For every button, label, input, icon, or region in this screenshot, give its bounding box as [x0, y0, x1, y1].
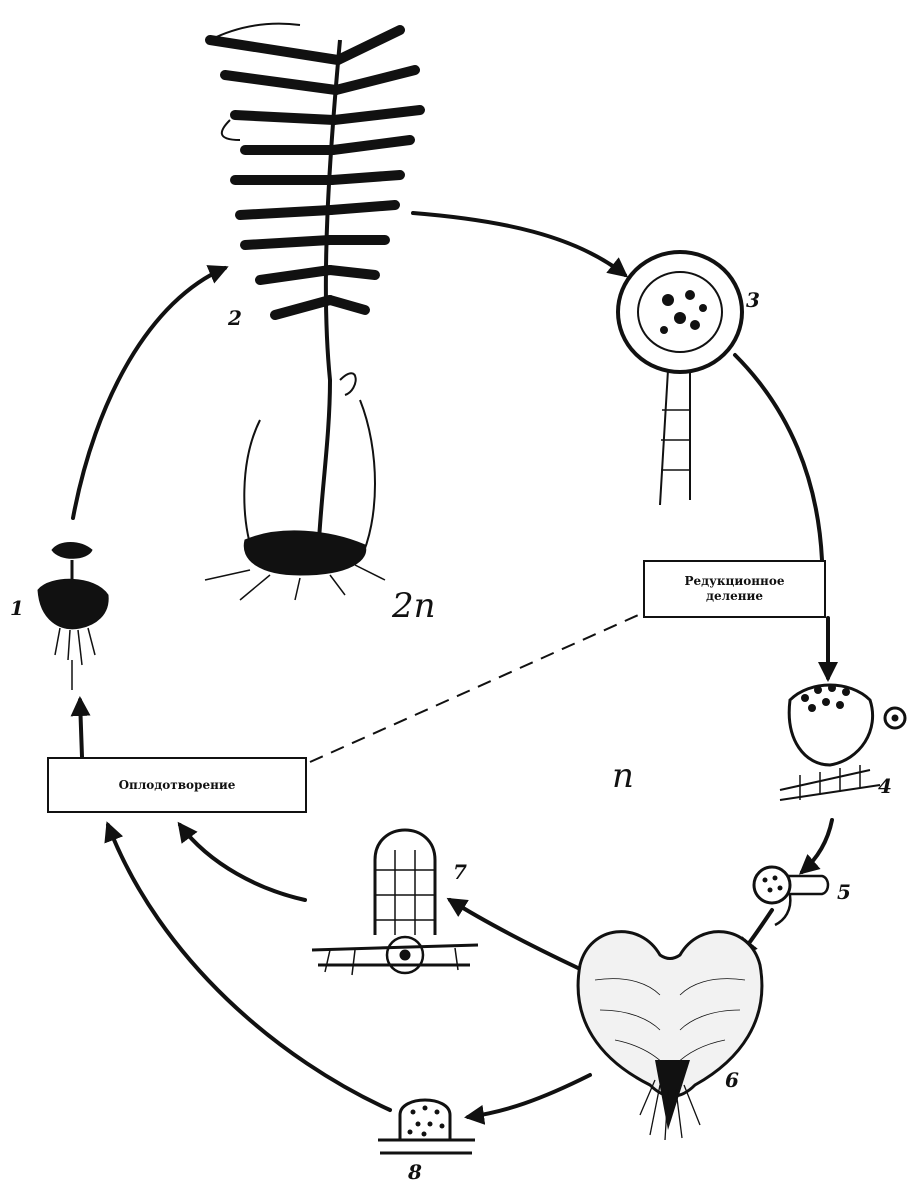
sporangium-illustration — [618, 252, 742, 505]
stage-number-3: 3 — [746, 288, 760, 312]
arrow-3-to-reduction — [735, 355, 822, 560]
arrow-8-to-fertilization — [108, 825, 390, 1110]
arrow-fertilization-to-1 — [80, 700, 82, 757]
fertilization-label: Оплодотворение — [119, 778, 236, 793]
arrow-6-to-8 — [468, 1075, 590, 1117]
haploid-phase-label: n — [612, 756, 634, 796]
arrow-2-to-3 — [413, 213, 625, 275]
stage-number-1: 1 — [10, 596, 24, 620]
stage-number-7: 7 — [453, 860, 467, 884]
germinating-spore-illustration — [754, 867, 828, 925]
fertilization-box: Оплодотворение — [47, 757, 307, 813]
young-sporophyte-illustration — [38, 543, 108, 691]
reduction-division-label: Редукционное деление — [665, 574, 804, 604]
diploid-phase-label: 2n — [392, 586, 436, 626]
arrow-6-to-7 — [450, 900, 578, 968]
stage-number-5: 5 — [837, 880, 851, 904]
reduction-division-box: Редукционное деление — [643, 560, 826, 618]
antheridium-illustration — [378, 1100, 475, 1153]
stage-number-2: 2 — [228, 306, 242, 330]
stage-number-4: 4 — [878, 774, 892, 798]
prothallus-illustration — [578, 932, 762, 1140]
arrow-4-to-5 — [802, 820, 832, 872]
stage-number-6: 6 — [725, 1068, 739, 1092]
ploidy-boundary-dashed-line — [310, 612, 645, 762]
arrow-7-to-fertilization — [180, 825, 305, 900]
arrow-1-to-2 — [73, 268, 225, 518]
stage-number-8: 8 — [408, 1160, 422, 1184]
